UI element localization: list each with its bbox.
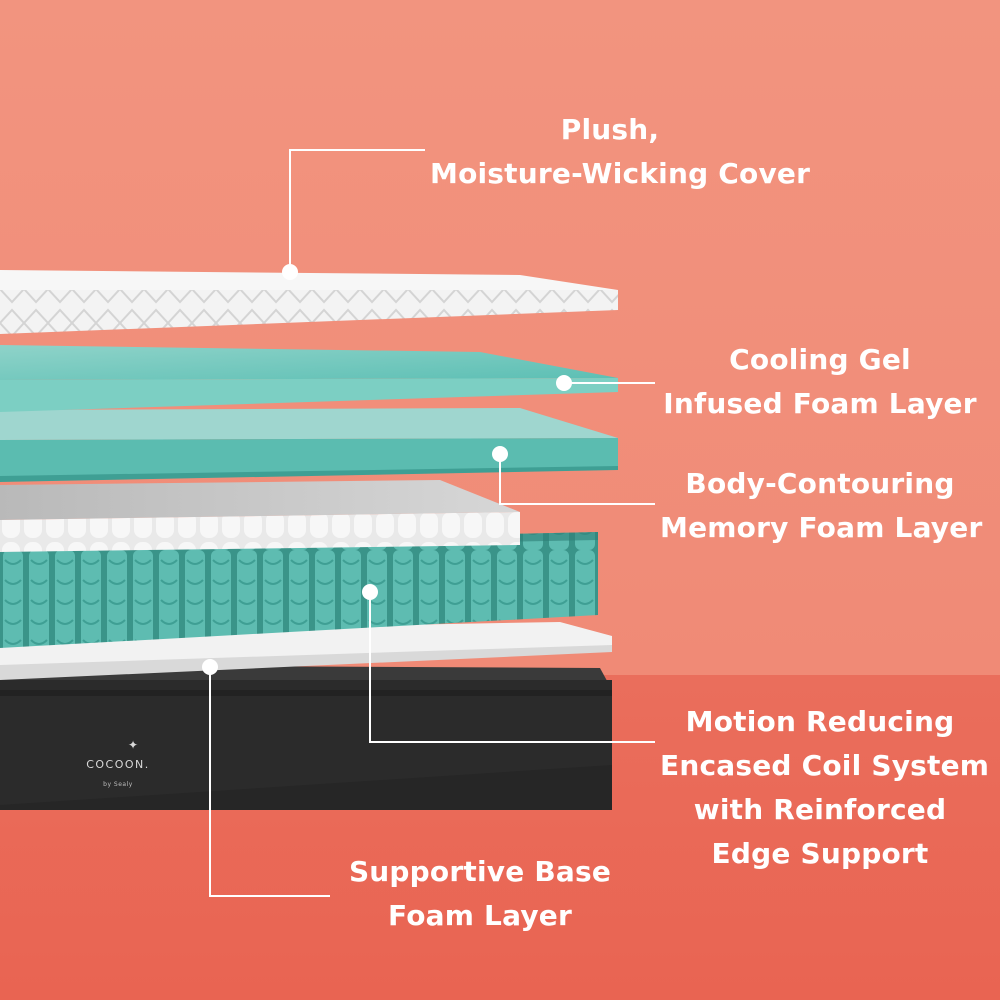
base-box [0,665,612,810]
memory-foam-layer [0,408,618,482]
brand-logo: COCOON. by Sealy [86,758,150,788]
memory-leader [499,454,655,505]
leader-dots [202,264,572,675]
memory-foam-label: Body-Contouring Memory Foam Layer [660,467,983,544]
base-leader [209,667,330,897]
cooling-gel-label: Cooling Gel Infused Foam Layer [663,343,977,420]
brand-star-icon: ✦ [128,738,139,752]
cover-leader [289,149,425,272]
cover-layer [0,270,618,334]
cooling-gel-layer [0,345,618,412]
leader-lines [209,149,655,897]
coil-leader [369,592,655,743]
cover-label: Plush, Moisture-Wicking Cover [430,113,811,190]
coil-system-label: Motion Reducing Encased Coil System with… [660,705,990,870]
coil-top-layer [0,480,520,552]
base-foam-label: Supportive Base Foam Layer [348,855,612,932]
